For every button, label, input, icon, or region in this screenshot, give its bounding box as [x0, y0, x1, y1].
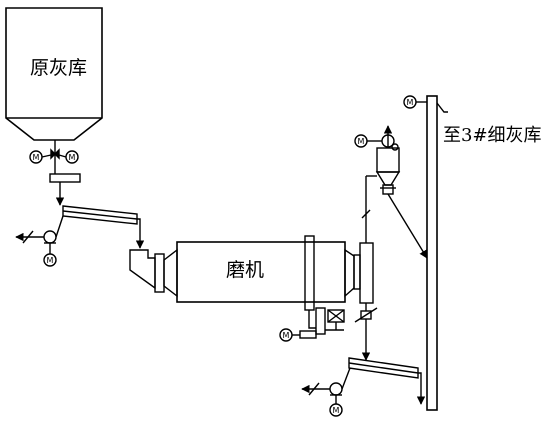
mill-outlet-valve: [354, 307, 378, 323]
coupling: [299, 330, 317, 339]
vent-damper: [361, 209, 371, 219]
motor-icon: M: [58, 150, 79, 164]
motor-icon: M: [43, 253, 57, 267]
svg-text:M: M: [47, 256, 54, 265]
svg-text:M: M: [69, 153, 76, 162]
svg-text:M: M: [283, 331, 290, 340]
motor-icon: M: [29, 150, 52, 164]
drive-link: [308, 310, 316, 329]
air-slide-conveyor-2: [348, 357, 419, 379]
motor-icon: M: [354, 134, 368, 148]
cyclone-separator: [375, 147, 401, 195]
svg-text:M: M: [33, 153, 40, 162]
flow-arrow: [135, 218, 145, 249]
mill-discharge-head: [359, 242, 374, 304]
air-line: [341, 367, 351, 390]
air-line-valve: [22, 230, 34, 244]
motor-icon: M: [279, 328, 300, 342]
gear-reducer: [315, 307, 326, 335]
flow-arrow: [416, 372, 426, 405]
motor-icon: M: [329, 403, 343, 417]
bucket-elevator: [426, 95, 438, 411]
mill-feed-hopper: [129, 249, 156, 290]
blower-fan-icon: [43, 230, 57, 244]
girth-gear: [304, 235, 315, 311]
svg-text:M: M: [358, 137, 365, 146]
air-line: [55, 215, 64, 238]
air-line-valve: [308, 382, 320, 396]
mill: 磨机: [129, 241, 374, 304]
air-slide-conveyor-1: [62, 205, 138, 225]
main-drive-unit: [327, 309, 345, 323]
flow-arrow: [387, 193, 428, 259]
motor-icon: M: [403, 95, 427, 109]
raw-ash-silo-label: 原灰库: [30, 57, 87, 79]
rotary-feeder: [49, 173, 81, 183]
fine-ash-silo-destination-label: 至3#细灰库: [443, 125, 542, 146]
blower-fan-icon: [329, 382, 343, 396]
raw-ash-silo: 原灰库: [5, 7, 103, 141]
mill-label: 磨机: [226, 259, 264, 281]
svg-text:M: M: [333, 406, 340, 415]
elevator-discharge: [436, 102, 448, 113]
svg-text:M: M: [407, 98, 414, 107]
